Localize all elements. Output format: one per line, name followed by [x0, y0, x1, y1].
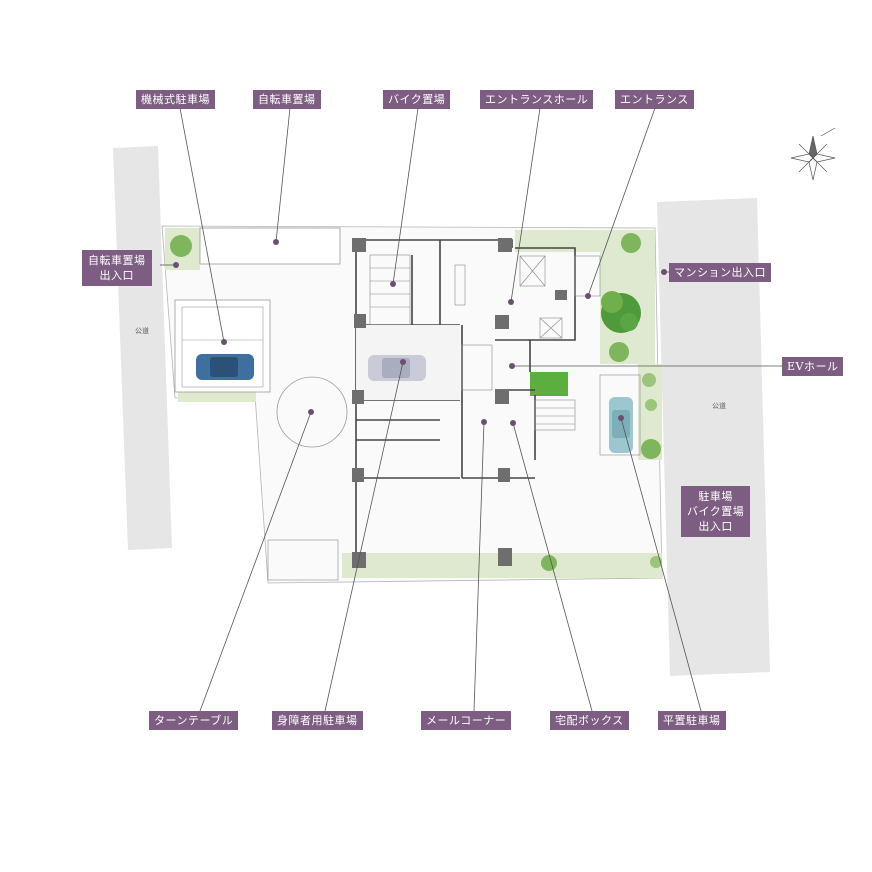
label-mansion-gateway: マンション出入口 [669, 263, 771, 282]
label-bicycle-parking: 自転車置場 [253, 90, 321, 109]
road-label-left: 公道 [135, 326, 149, 335]
bicycle-parking-area [199, 227, 341, 265]
greenery-top-right [515, 230, 655, 252]
label-mail-corner: メールコーナー [421, 711, 512, 730]
compass-rose-icon [790, 127, 836, 181]
label-line: 出入口 [99, 269, 134, 282]
label-parking-gateway: 駐車場 バイク置場 出入口 [681, 486, 751, 537]
label-flat-parking: 平置駐車場 [658, 711, 726, 730]
road-label-right: 公道 [712, 401, 726, 410]
label-bicycle-parking-gateway: 自転車置場 出入口 [82, 250, 152, 286]
car-blue-icon [196, 354, 254, 380]
label-turntable: ターンテーブル [149, 711, 239, 730]
label-entrance: エントランス [615, 90, 694, 109]
greenery-left [178, 392, 256, 402]
label-accessible-parking: 身障者用駐車場 [272, 711, 363, 730]
label-line: 自転車置場 [88, 254, 146, 267]
mechanical-parking-inner [181, 306, 264, 388]
leader-dots [173, 239, 667, 426]
turntable-circle [276, 376, 348, 448]
car-teal-icon [609, 397, 633, 453]
trees [170, 233, 662, 571]
public-road-left [113, 146, 172, 550]
label-line: 駐車場 [698, 490, 733, 503]
site-boundary [161, 225, 663, 584]
label-entrance-hall: エントランスホール [480, 90, 594, 109]
car-gray-icon [368, 355, 426, 381]
label-line: 出入口 [698, 520, 733, 533]
label-mechanical-parking: 機械式駐車場 [136, 90, 215, 109]
label-bike-parking: バイク置場 [383, 90, 451, 109]
label-delivery-box: 宅配ボックス [550, 711, 629, 730]
leader-lines [160, 107, 782, 712]
label-line: バイク置場 [687, 505, 745, 518]
public-road-right [657, 198, 770, 676]
green-terrace [530, 372, 568, 396]
label-ev-hall: EVホール [782, 357, 844, 376]
